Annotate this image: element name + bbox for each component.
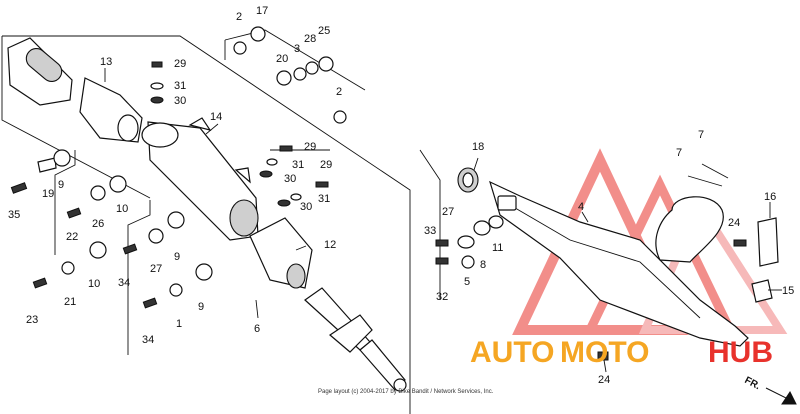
part-label: 27 bbox=[150, 263, 162, 275]
part-label: 31 bbox=[292, 159, 304, 171]
exhaust-gasket-18 bbox=[457, 167, 479, 193]
part-label: 11 bbox=[492, 242, 503, 254]
muffler-end-cap bbox=[7, 37, 73, 106]
part-label: 8 bbox=[480, 259, 486, 271]
part-label: 3 bbox=[294, 43, 300, 55]
watermark-word-hub: HUB bbox=[708, 336, 773, 369]
hardware-right bbox=[435, 215, 747, 361]
front-direction-indicator: FR. bbox=[743, 375, 797, 405]
part-label: 9 bbox=[174, 251, 180, 263]
part-label: 31 bbox=[174, 80, 186, 92]
copyright-credit: Page layout (c) 2004-2017 by Bike Bandit… bbox=[318, 389, 494, 395]
part-labels: 2 17 2 3 28 25 20 13 29 31 30 14 29 31 3… bbox=[8, 5, 794, 386]
part-label: 19 bbox=[42, 188, 54, 200]
part-label: 31 bbox=[318, 193, 330, 205]
protector-12 bbox=[249, 217, 313, 289]
part-label: 35 bbox=[8, 209, 20, 221]
muffler-body-14 bbox=[141, 117, 259, 241]
part-label: 29 bbox=[304, 141, 316, 153]
heat-protector-13 bbox=[79, 77, 143, 143]
part-label: 10 bbox=[116, 203, 128, 215]
watermark-word-auto: AUTO bbox=[470, 336, 554, 369]
part-label: 18 bbox=[472, 141, 484, 153]
part-label: 10 bbox=[88, 278, 100, 290]
leader-lines bbox=[104, 68, 782, 373]
tail-pipe-6 bbox=[304, 287, 407, 392]
part-label: 4 bbox=[578, 201, 584, 213]
part-label: 17 bbox=[256, 5, 268, 17]
part-label: 13 bbox=[100, 56, 112, 68]
bracket-16-15 bbox=[751, 217, 779, 303]
pipe-bend bbox=[655, 196, 724, 263]
part-label: 2 bbox=[236, 11, 242, 23]
part-label: 24 bbox=[728, 217, 740, 229]
part-label: 2 bbox=[336, 86, 342, 98]
part-label: 28 bbox=[304, 33, 316, 45]
part-label: 7 bbox=[698, 129, 704, 141]
part-label: 22 bbox=[66, 231, 78, 243]
part-label: 6 bbox=[254, 323, 260, 335]
part-label: 30 bbox=[284, 173, 296, 185]
part-label: 7 bbox=[676, 147, 682, 159]
part-label: 14 bbox=[210, 111, 222, 123]
springs-7 bbox=[687, 163, 729, 187]
part-label: 16 bbox=[764, 191, 776, 203]
hardware-left bbox=[10, 26, 347, 309]
watermark-word-moto: MOTO bbox=[560, 336, 649, 369]
part-label: 34 bbox=[142, 334, 154, 346]
part-label: 1 bbox=[176, 318, 182, 330]
part-label: 21 bbox=[64, 296, 76, 308]
part-label: 27 bbox=[442, 206, 454, 218]
exhaust-pipe-4 bbox=[489, 180, 749, 347]
part-label: 5 bbox=[464, 276, 470, 288]
part-label: 34 bbox=[118, 277, 130, 289]
watermark-text: AUTO MOTO HUB bbox=[470, 336, 773, 369]
part-label: 33 bbox=[424, 225, 436, 237]
part-label: 15 bbox=[782, 285, 794, 297]
part-label: 29 bbox=[320, 159, 332, 171]
part-label: 26 bbox=[92, 218, 104, 230]
part-label: 23 bbox=[26, 314, 38, 326]
arrow-icon bbox=[765, 387, 797, 405]
direction-label: FR. bbox=[743, 375, 763, 392]
part-label: 30 bbox=[174, 95, 186, 107]
part-label: 32 bbox=[436, 291, 448, 303]
part-label: 25 bbox=[318, 25, 330, 37]
part-label: 12 bbox=[324, 239, 336, 251]
part-label: 29 bbox=[174, 58, 186, 70]
part-label: 9 bbox=[58, 179, 64, 191]
part-label: 9 bbox=[198, 301, 204, 313]
part-label: 30 bbox=[300, 201, 312, 213]
part-label: 24 bbox=[598, 374, 610, 386]
part-label: 20 bbox=[276, 53, 288, 65]
